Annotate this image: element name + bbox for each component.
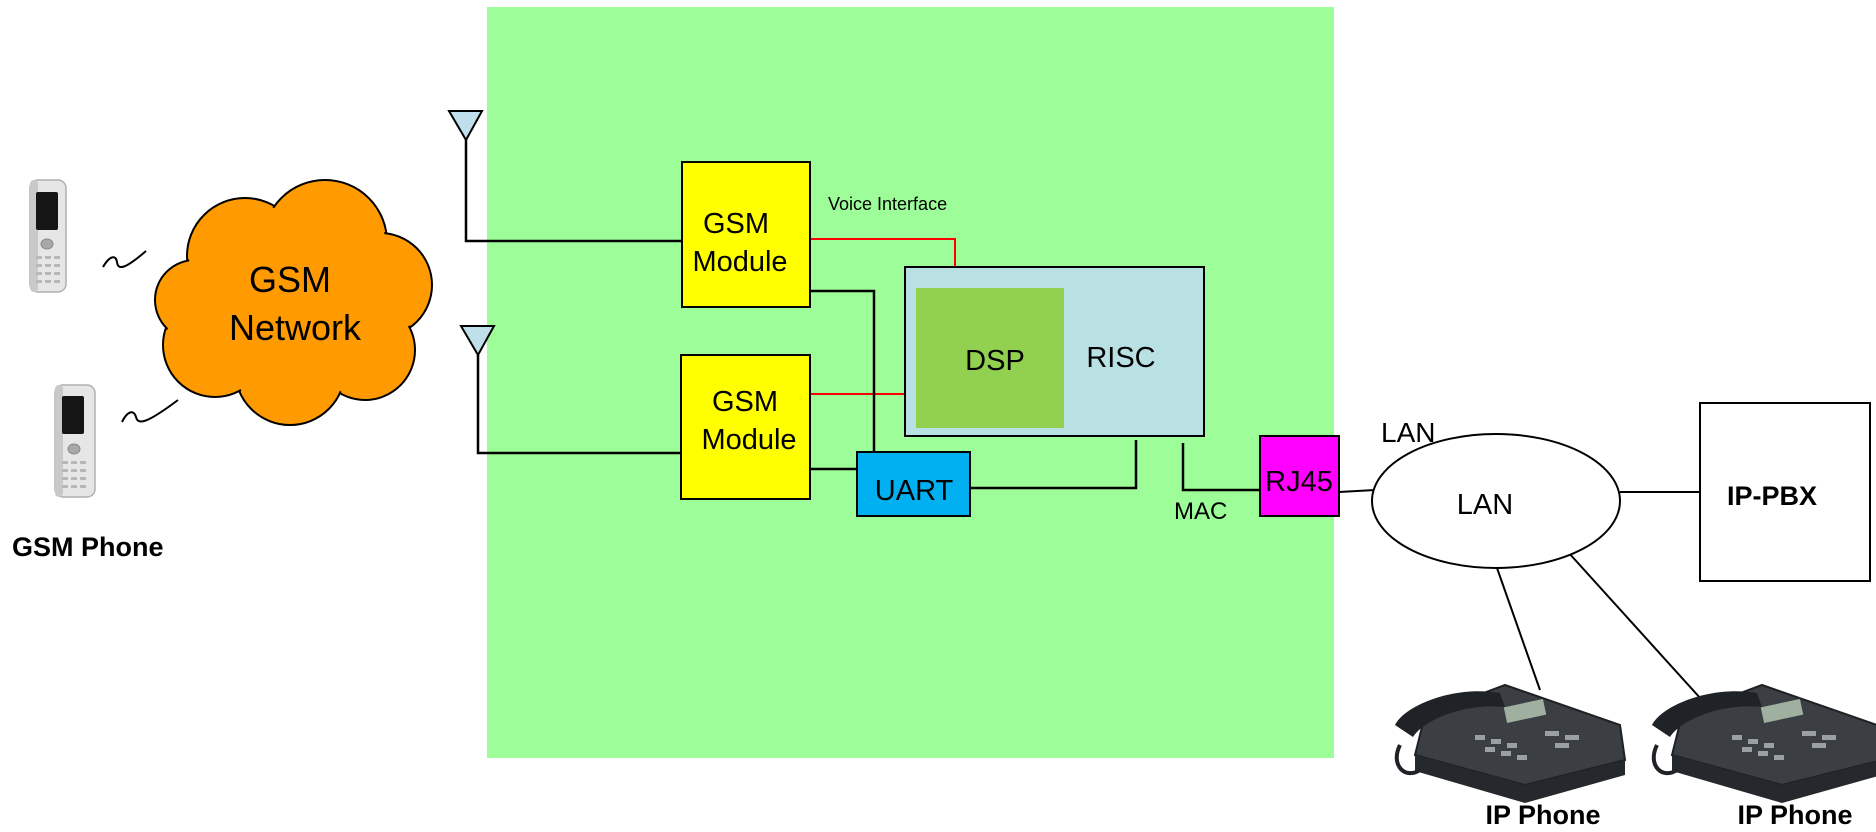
rj45-label: RJ45 [1265,466,1333,498]
lan-phone2-line [1567,551,1712,711]
gsm-phone-1 [29,179,67,293]
gsm-network-label-line-2: Network [229,307,362,348]
mac-line [1181,443,1263,492]
gsm-network-label: GSM Network [229,259,362,348]
ip-pbx: IP-PBX [1699,402,1871,582]
svg-text:GSM Module: GSM Module [692,208,787,278]
dsp-label: DSP [965,345,1025,377]
rj45-port: RJ45 [1259,435,1340,517]
antenna-1 [447,110,686,243]
gsm-phone-label: GSM Phone [12,532,164,562]
uart-risc-line [970,440,1138,490]
lan-ellipse: LAN [1371,433,1621,569]
gsm-module-2-line-2: Module [701,424,796,456]
voice-interface-label: Voice Interface [828,194,947,214]
ip-phone-1-label: IP Phone [1485,800,1600,830]
gsm-phone-2 [54,384,96,498]
gsm-module-1-line-1: GSM [703,208,769,240]
svg-text:GSM Module: GSM Module [701,386,796,456]
ip-pbx-label: IP-PBX [1727,481,1817,511]
wireless-link-2 [121,399,179,423]
gsm-module-2: GSM Module [680,354,811,500]
lan-label: LAN [1457,489,1513,521]
risc-label: RISC [1086,342,1155,374]
rj45-lan-line [1338,489,1376,493]
module1-uart-line [811,289,876,452]
ip-phone-1 [1394,683,1627,803]
lan-link-label: LAN [1381,417,1435,448]
voice-line-1 [811,238,956,268]
gsm-module-1-line-2: Module [692,246,787,278]
gsm-module-1: GSM Module [681,161,811,308]
uart-block: UART [856,451,971,517]
ip-phone-2-label: IP Phone [1737,800,1852,830]
mac-label: MAC [1174,498,1227,525]
ip-phone-2 [1651,683,1876,803]
gsm-network-label-line-1: GSM [249,259,331,300]
wireless-link-1 [102,250,147,269]
antenna-2 [459,325,686,455]
dsp-block: DSP [916,288,1064,428]
uart-label: UART [875,475,954,507]
gsm-module-2-line-1: GSM [712,386,778,418]
lan-phone1-line [1496,567,1541,691]
